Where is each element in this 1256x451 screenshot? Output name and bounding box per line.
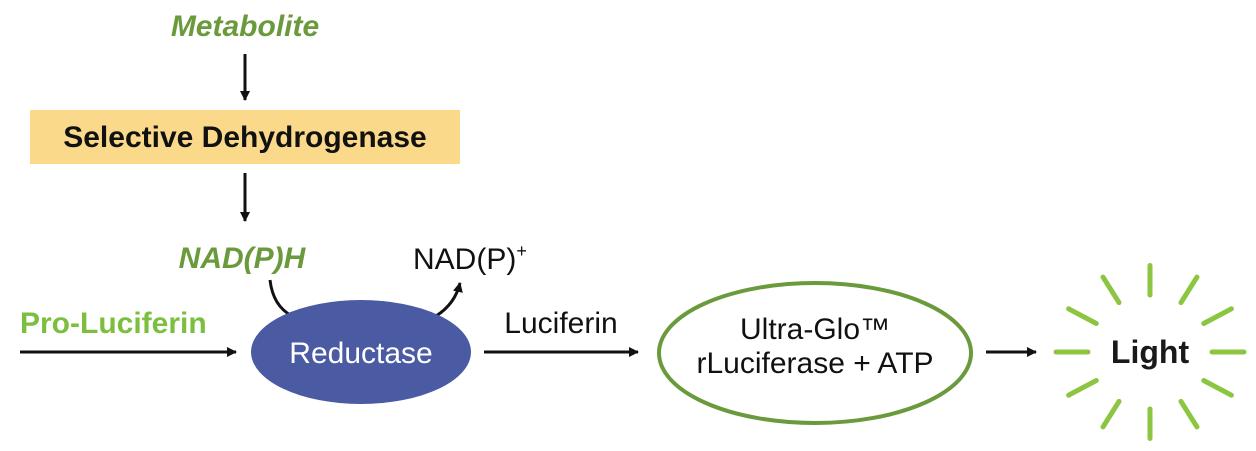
- luciferin-label: Luciferin: [504, 307, 617, 340]
- ultra-glo-ellipse: [657, 281, 973, 425]
- light-ray-8: [1066, 306, 1099, 326]
- pro-luciferin-label: Pro-Luciferin: [20, 307, 207, 340]
- reductase-ellipse: [251, 300, 471, 404]
- nadp-output-curve: [435, 282, 463, 318]
- light-ray-12: [1201, 306, 1234, 326]
- nadp-base-text: NAD(P): [413, 243, 516, 276]
- light-ray-6: [1066, 378, 1099, 398]
- metabolite-label: Metabolite: [171, 10, 319, 43]
- light-ray-3: [1178, 398, 1200, 430]
- light-ray-11: [1178, 274, 1200, 306]
- selective-dehydrogenase-label: Selective Dehydrogenase: [63, 121, 427, 154]
- nadph-input-curve: [268, 279, 293, 318]
- light-label: Light: [1111, 334, 1190, 370]
- light-ray-5: [1100, 398, 1122, 430]
- light-ray-9: [1100, 274, 1122, 306]
- nadp-superscript: +: [516, 241, 527, 261]
- ultra-glo-label-line1: Ultra-Glo™: [740, 313, 890, 346]
- ultra-glo-label-line2: rLuciferase + ATP: [696, 347, 933, 380]
- selective-dehydrogenase-box: [30, 110, 460, 164]
- reductase-label: Reductase: [289, 337, 432, 370]
- light-burst-rays: [1053, 263, 1247, 441]
- nadph-label: NAD(P)H: [179, 242, 307, 275]
- light-ray-2: [1201, 378, 1234, 398]
- nadp-plus-label: NAD(P)+: [413, 241, 527, 276]
